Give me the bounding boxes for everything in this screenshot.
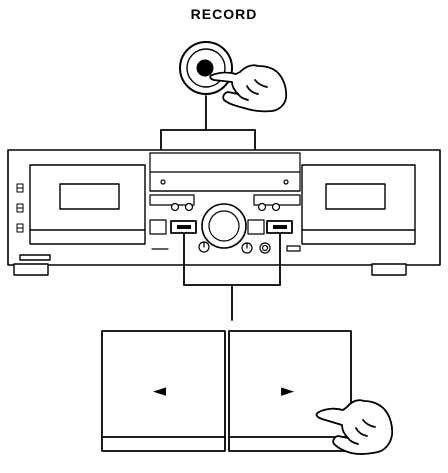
reverse-play-button[interactable] <box>101 330 226 452</box>
left-cassette-door <box>29 164 146 245</box>
forward-play-button[interactable] <box>228 330 352 452</box>
play-forward-icon: ► <box>281 381 295 401</box>
pointing-hand-icon <box>315 399 394 455</box>
play-reverse-icon: ◄ <box>153 381 167 401</box>
transport-connector <box>183 233 281 321</box>
pointing-hand-icon <box>209 64 288 113</box>
record-title: RECORD <box>190 6 258 22</box>
record-button[interactable] <box>179 41 233 95</box>
cassette-deck-icon <box>7 149 441 276</box>
center-control-panel <box>149 152 301 254</box>
left-side-buttons <box>16 183 24 233</box>
right-cassette-door <box>301 164 416 245</box>
record-button-icon <box>196 59 214 77</box>
